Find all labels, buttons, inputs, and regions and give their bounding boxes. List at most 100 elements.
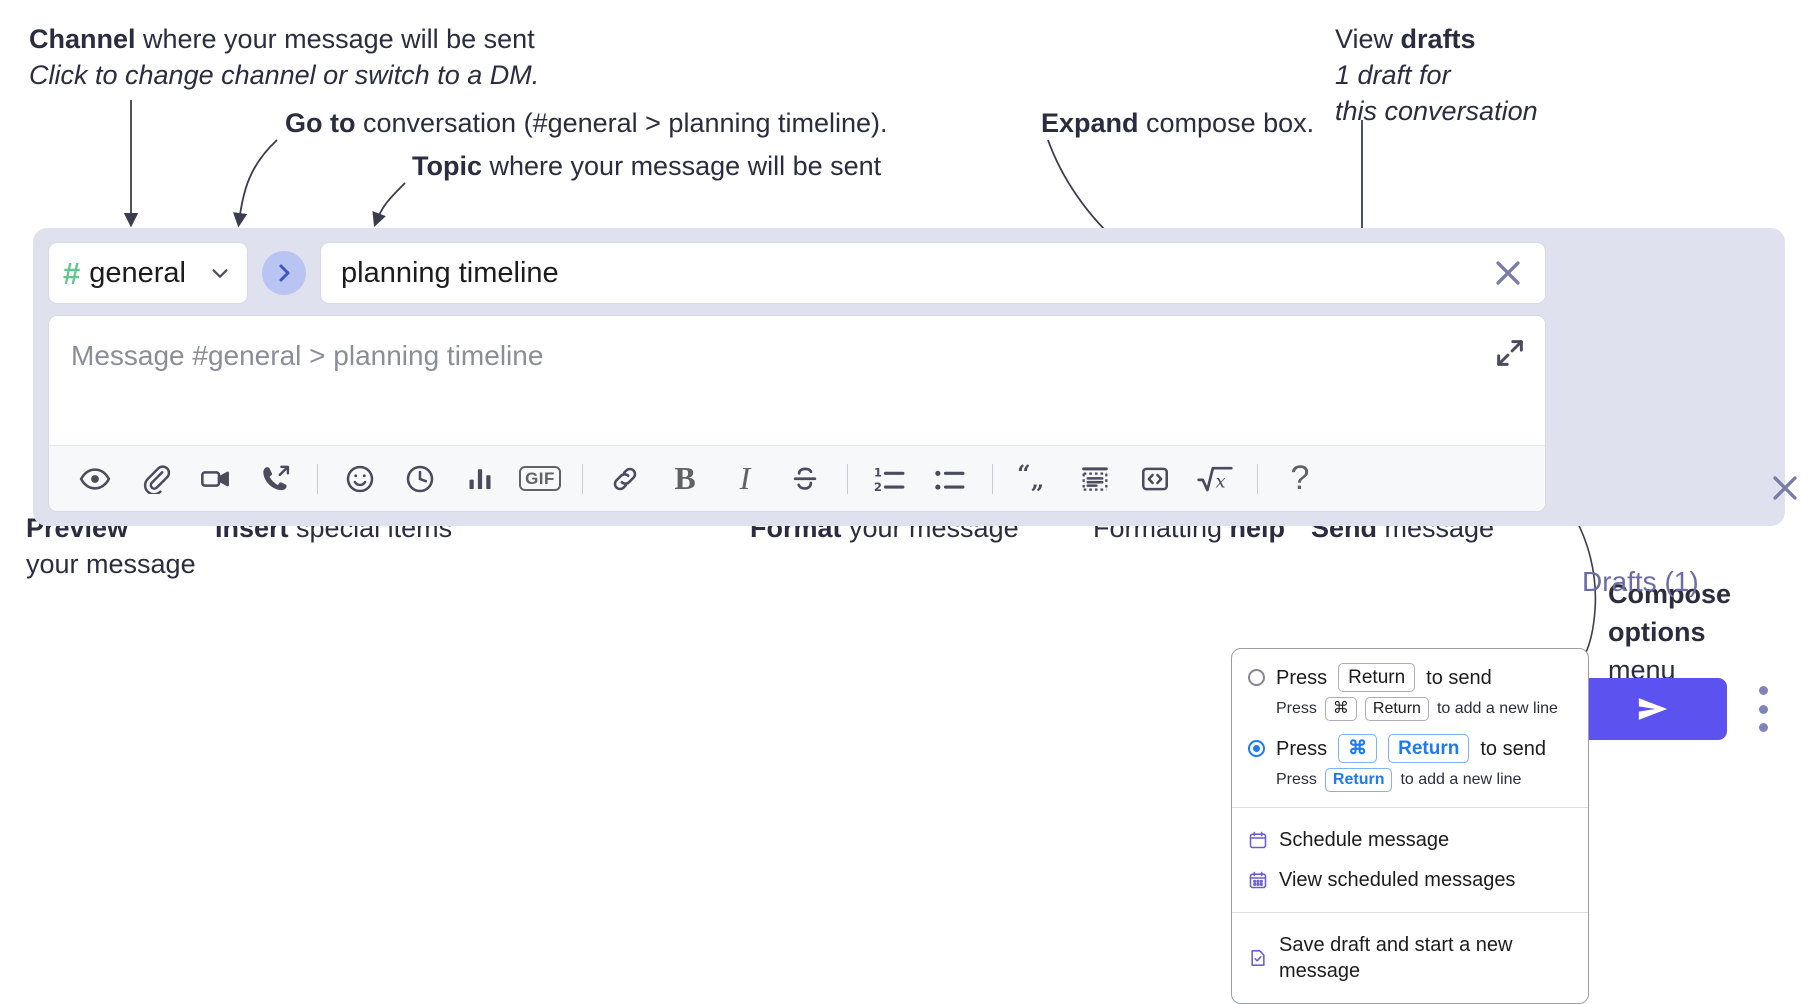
channel-selector[interactable]: # general	[48, 242, 248, 304]
expand-icon[interactable]	[1493, 336, 1527, 370]
strikethrough-icon	[793, 467, 817, 490]
preview-button[interactable]	[72, 456, 118, 502]
annotation-goto-rest: conversation (#general > planning timeli…	[355, 108, 888, 138]
send-paper-plane-icon	[1638, 698, 1668, 720]
blockquote-button[interactable]: “ „	[1012, 456, 1058, 502]
menu-item-label: Schedule message	[1279, 829, 1450, 851]
annotation-compose-bold1: Compose	[1608, 579, 1732, 609]
close-icon[interactable]	[1768, 471, 1802, 505]
italic-button[interactable]: I	[722, 456, 768, 502]
svg-text:1: 1	[874, 466, 882, 480]
eye-icon	[79, 467, 111, 490]
key-return: Return	[1338, 663, 1416, 692]
emoji-button[interactable]	[337, 456, 383, 502]
reminder-button[interactable]	[397, 456, 443, 502]
toolbar-divider	[317, 463, 318, 494]
menu-item-save-draft[interactable]: Save draft and start a new message	[1232, 925, 1588, 991]
key-return: Return	[1364, 697, 1429, 721]
hash-icon: #	[63, 255, 81, 291]
annotation-compose-bold2: options	[1608, 617, 1706, 647]
chevron-right-icon	[279, 264, 290, 282]
menu-item-schedule-message[interactable]: Schedule message	[1232, 820, 1588, 860]
smiley-icon	[346, 465, 374, 492]
key-return: Return	[1388, 734, 1470, 763]
annotation-channel-bold: Channel	[29, 24, 136, 54]
video-camera-icon	[201, 470, 229, 487]
code-block-icon	[1082, 466, 1108, 491]
audio-clip-button[interactable]	[252, 456, 298, 502]
radio-option-cmd-return[interactable]: Press ⌘ Return to send	[1232, 732, 1588, 765]
menu-item-label: View scheduled messages	[1279, 869, 1516, 891]
sub-label-pre: Press	[1276, 771, 1317, 788]
bold-button[interactable]: B	[662, 456, 708, 502]
poll-button[interactable]	[457, 456, 503, 502]
toolbar-divider	[847, 463, 848, 494]
kebab-dot	[1758, 704, 1768, 714]
square-root-icon: x	[1197, 466, 1233, 492]
annotation-drafts-sub2: this conversation	[1335, 96, 1538, 126]
formatting-help-button[interactable]: ?	[1277, 456, 1323, 502]
ordered-list-button[interactable]: 1 2	[867, 456, 913, 502]
svg-text:2: 2	[874, 480, 882, 494]
menu-item-view-scheduled[interactable]: View scheduled messages	[1232, 860, 1588, 900]
radio-sub-return: Press ⌘ Return to add a new line	[1232, 694, 1588, 724]
clock-icon	[406, 465, 434, 492]
close-icon[interactable]	[1491, 256, 1525, 290]
send-shortcut-options: Press Return to send Press ⌘ Return to a…	[1232, 649, 1588, 807]
radio-icon-selected[interactable]	[1248, 740, 1265, 757]
math-button[interactable]: x	[1192, 456, 1238, 502]
inline-code-button[interactable]	[1132, 456, 1178, 502]
annotation-topic-bold: Topic	[412, 151, 482, 181]
question-mark-icon: ?	[1290, 459, 1310, 497]
annotation-goto: Go to conversation (#general > planning …	[285, 105, 888, 141]
annotation-channel: Channel where your message will be sent …	[29, 21, 539, 93]
bulleted-list-icon	[935, 470, 965, 490]
bulleted-list-button[interactable]	[927, 456, 973, 502]
compose-panel: Drafts (1) # general pla	[33, 228, 1797, 740]
link-button[interactable]	[602, 456, 648, 502]
bar-chart-icon	[469, 468, 491, 489]
compose-options-button[interactable]	[1756, 686, 1770, 732]
toolbar-divider	[992, 463, 993, 494]
document-check-icon	[1248, 948, 1268, 968]
gif-button[interactable]: GIF	[517, 456, 563, 502]
annotation-expand-rest: compose box.	[1138, 108, 1315, 138]
video-clip-button[interactable]	[192, 456, 238, 502]
link-icon	[613, 467, 637, 490]
message-input-box[interactable]: Message #general > planning timeline	[48, 315, 1546, 512]
radio-sub-cmd-return: Press Return to add a new line	[1232, 765, 1588, 795]
send-button[interactable]	[1579, 678, 1727, 740]
compose-header-row: # general planning timeline	[48, 242, 1546, 304]
radio-option-return[interactable]: Press Return to send	[1232, 661, 1588, 694]
strikethrough-button[interactable]	[782, 456, 828, 502]
key-command: ⌘	[1324, 697, 1357, 721]
calendar-grid-icon	[1248, 870, 1268, 890]
compose-options-menu: Press Return to send Press ⌘ Return to a…	[1231, 648, 1589, 1004]
toolbar-divider	[582, 463, 583, 494]
attach-button[interactable]	[132, 456, 178, 502]
topic-value: planning timeline	[341, 256, 559, 289]
svg-text:x: x	[1216, 472, 1226, 492]
gif-icon: GIF	[519, 466, 561, 491]
svg-text:“: “	[1017, 462, 1030, 487]
schedule-section: Schedule message View scheduled messages	[1232, 807, 1588, 912]
italic-icon: I	[739, 460, 751, 496]
topic-input[interactable]: planning timeline	[320, 242, 1546, 304]
kebab-dot	[1758, 723, 1768, 732]
key-command: ⌘	[1338, 734, 1378, 763]
menu-item-label: Save draft and start a new message	[1279, 934, 1513, 982]
sub-label-post: to add a new line	[1436, 700, 1558, 717]
svg-text:„: „	[1031, 466, 1044, 494]
drafts-link[interactable]: Drafts (1)	[1582, 566, 1699, 597]
paperclip-icon	[143, 465, 170, 494]
key-return: Return	[1324, 768, 1393, 792]
annotation-goto-bold: Go to	[285, 108, 356, 138]
radio-label-pre: Press	[1276, 666, 1328, 689]
message-placeholder: Message #general > planning timeline	[71, 340, 544, 371]
code-block-button[interactable]	[1072, 456, 1118, 502]
radio-icon[interactable]	[1248, 669, 1265, 686]
quote-icon: “ „	[1017, 462, 1044, 494]
kebab-dot	[1758, 686, 1768, 695]
goto-conversation-button[interactable]	[262, 251, 306, 295]
phone-arrow-icon	[262, 465, 289, 491]
